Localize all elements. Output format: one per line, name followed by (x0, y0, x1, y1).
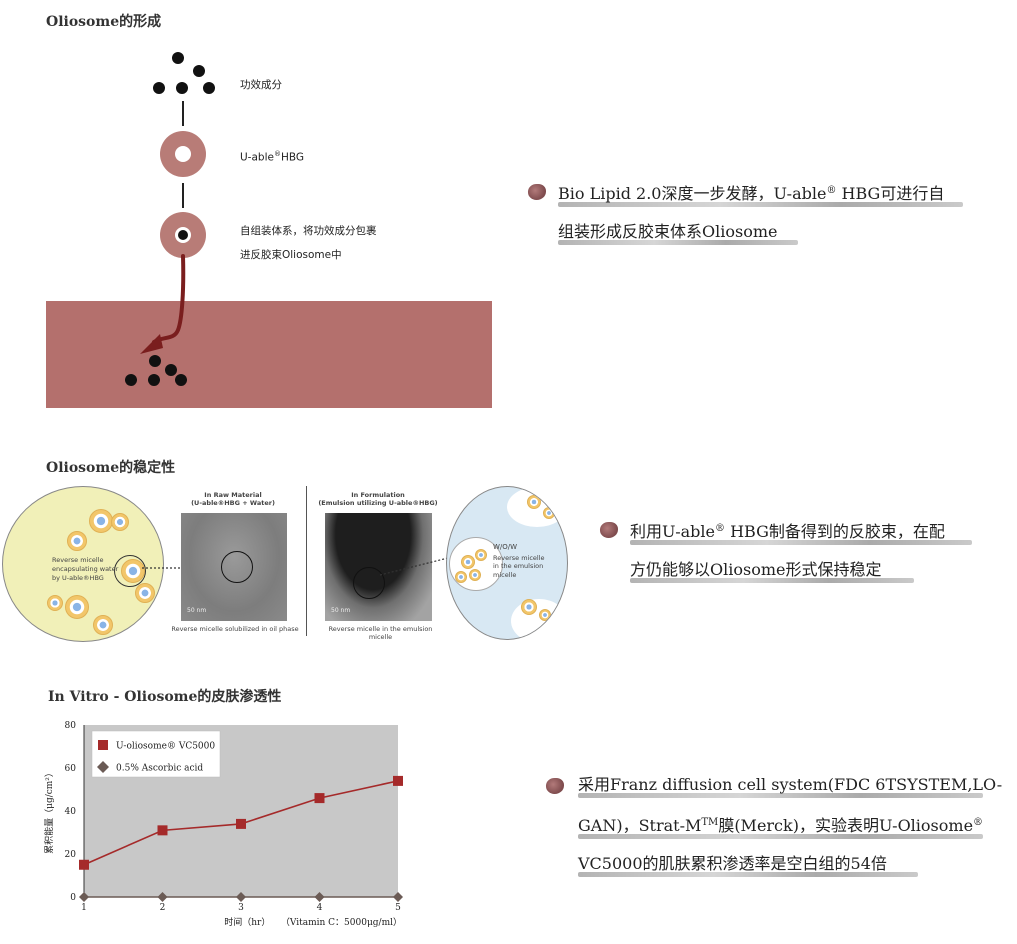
data-point (157, 892, 168, 902)
section-title-formation: Oliosome的形成 (46, 14, 162, 30)
note-formation: Bio Lipid 2.0深度一步发酵，U-able® HBG可进行自 组装形成… (528, 172, 963, 251)
legend-label: U-oliosome® VC5000 (116, 742, 215, 752)
uable-ring-icon (160, 131, 206, 177)
skin-layer (46, 301, 492, 408)
raw-material-caption: Reverse micelle solubilized in oil phase (171, 625, 299, 633)
bullet-icon (600, 522, 618, 538)
label-active-ingredient: 功效成分 (240, 79, 282, 91)
y-tick-label: 20 (65, 850, 77, 860)
right-circle-label: W/O/W Reverse micelle in the emulsion mi… (493, 543, 545, 579)
data-point (236, 892, 246, 902)
data-point (393, 775, 403, 786)
data-point (393, 892, 403, 902)
legend-box (91, 730, 221, 778)
data-point (314, 892, 325, 902)
dotted-connector (380, 556, 453, 576)
y-axis-label: 累积能量（μg/cm²） (43, 768, 55, 854)
legend-label: 0.5% Ascorbic acid (116, 764, 203, 774)
section-title-stability: Oliosome的稳定性 (46, 460, 176, 476)
x-tick-label: 5 (395, 903, 401, 913)
note-stability: 利用U-able® HBG制备得到的反胶束，在配 方仍能够以Oliosome形式… (600, 510, 972, 589)
y-tick-label: 60 (65, 764, 77, 774)
x-tick-label: 3 (238, 903, 244, 913)
y-tick-label: 80 (65, 721, 77, 731)
label-uable-hbg: U-able®HBG (240, 150, 305, 164)
oliosome-ring-icon (160, 212, 206, 258)
note-permeation: 采用Franz diffusion cell system(FDC 6TSYST… (546, 766, 1002, 883)
x-tick-label: 4 (317, 903, 323, 913)
label-self-assembly-2: 进反胶束Oliosome中 (240, 249, 342, 261)
formulation-tem-image: 50 nm (325, 513, 432, 621)
emulsion-micelle-illustration (446, 486, 568, 640)
divider (306, 486, 307, 636)
x-axis-label: 时间（hr） (224, 916, 270, 928)
section-title-in-vitro: In Vitro - Oliosome的皮肤渗透性 (48, 689, 282, 705)
legend-marker (98, 740, 108, 750)
x-tick-label: 1 (81, 903, 87, 913)
data-point (79, 892, 89, 902)
data-point (236, 818, 246, 829)
y-tick-label: 40 (65, 807, 77, 817)
bullet-icon (546, 778, 564, 794)
x-axis-note: （Vitamin C：5000μg/ml） (281, 917, 402, 928)
permeation-line-chart: 0 20 40 60 80 1 2 3 4 5 U-oliosome® VC5000 0.5% Asc… (43, 721, 403, 928)
raw-material-tem-image: 50 nm (181, 513, 287, 621)
bullet-icon (528, 184, 546, 200)
formulation-title: In Formulation (Emulsion utilizing U-abl… (318, 491, 438, 507)
connector-line (182, 101, 184, 126)
connector-line (182, 183, 184, 208)
penetration-arrow-icon (140, 254, 186, 354)
y-tick-label: 0 (70, 893, 76, 903)
reverse-micelle-illustration (2, 486, 164, 642)
x-tick-label: 2 (160, 903, 166, 913)
formulation-caption: Reverse micelle in the emulsion micelle (328, 625, 433, 641)
data-point (79, 859, 89, 870)
label-self-assembly-1: 自组装体系，将功效成分包裹 (240, 225, 377, 237)
legend-marker (97, 761, 109, 773)
data-point (157, 825, 168, 836)
raw-material-title: In Raw Material (U-able®HBG + Water) (191, 491, 275, 507)
data-point (314, 793, 325, 804)
left-circle-label: Reverse micelle encapsulating water by U… (52, 556, 119, 582)
